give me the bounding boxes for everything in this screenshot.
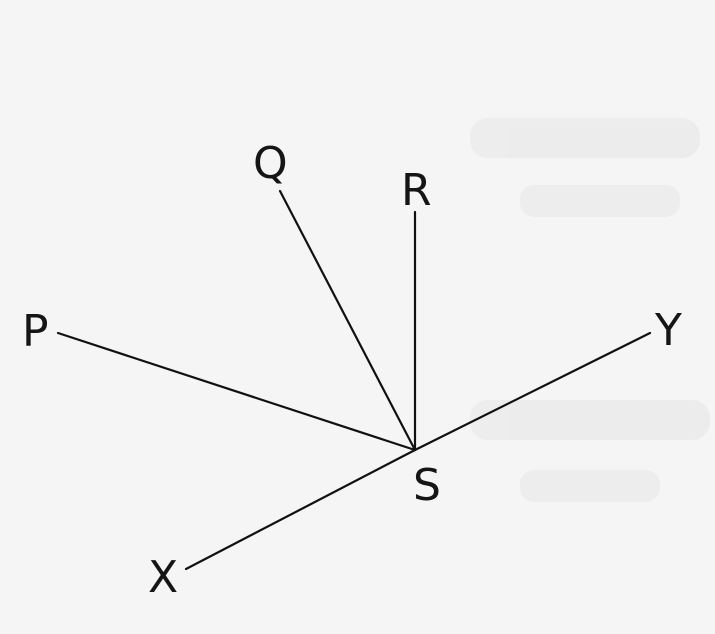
label-y: Y <box>654 305 682 356</box>
label-x: X <box>148 552 178 603</box>
label-q: Q <box>253 138 288 189</box>
label-s: S <box>413 460 441 511</box>
ray-sp <box>56 331 417 452</box>
ray-sx <box>184 448 417 571</box>
label-p: P <box>22 306 49 357</box>
label-r: R <box>401 165 432 216</box>
bleed-through-shading <box>470 118 710 502</box>
ray-sq <box>278 189 417 452</box>
ray-sy <box>413 331 652 452</box>
